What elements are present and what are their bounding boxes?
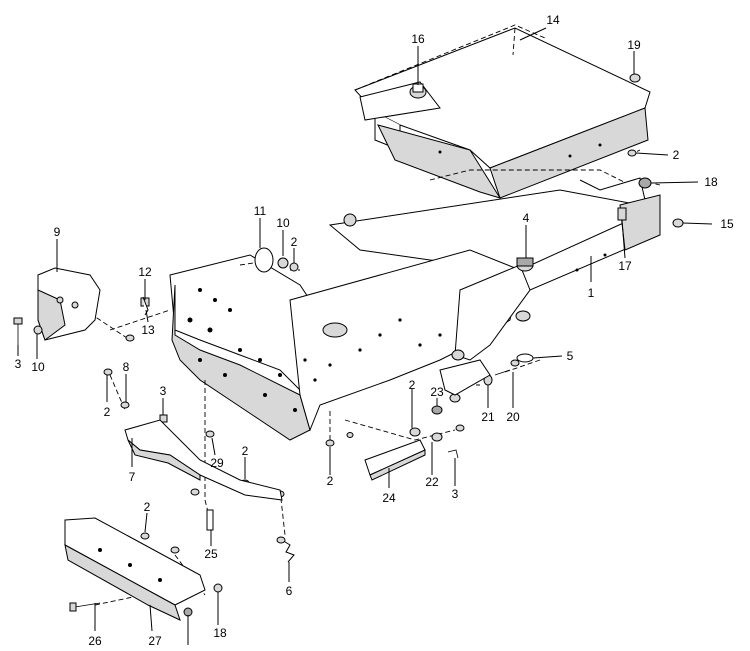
callout-labels: 1 2 2 2 2 2 2 2 3 3 3 4 5 6 7 8 9 10 10 … xyxy=(15,13,734,648)
callout-9: 9 xyxy=(54,225,61,239)
callout-leaders xyxy=(17,27,713,645)
callout-18: 18 xyxy=(704,175,718,189)
top-panel-part xyxy=(354,24,651,199)
pivot-bracket-part xyxy=(439,359,491,396)
callout-29: 29 xyxy=(210,456,224,470)
callout-6: 6 xyxy=(286,584,293,598)
callout-2: 2 xyxy=(144,500,151,514)
callout-25: 25 xyxy=(204,547,218,561)
callout-21: 21 xyxy=(481,410,495,424)
callout-10: 10 xyxy=(31,360,45,374)
callout-23: 23 xyxy=(430,385,444,399)
seat-switch-part xyxy=(409,83,427,99)
left-bracket-part xyxy=(37,267,101,341)
callout-2: 2 xyxy=(327,474,334,488)
callout-20: 20 xyxy=(506,410,520,424)
callout-26: 26 xyxy=(88,634,102,648)
callout-8: 8 xyxy=(123,360,130,374)
callout-3: 3 xyxy=(160,384,167,398)
callout-2: 2 xyxy=(673,148,680,162)
callout-2: 2 xyxy=(242,444,249,458)
main-frame-body xyxy=(169,249,531,441)
callout-7: 7 xyxy=(129,470,136,484)
bracket-24-part xyxy=(364,439,426,481)
callout-3: 3 xyxy=(452,487,459,501)
callout-24: 24 xyxy=(382,491,396,505)
callout-15: 15 xyxy=(720,217,734,231)
callout-19: 19 xyxy=(627,38,641,52)
callout-1: 1 xyxy=(588,286,595,300)
lever-part xyxy=(124,419,283,501)
callout-3: 3 xyxy=(15,357,22,371)
callout-10: 10 xyxy=(276,216,290,230)
callout-5: 5 xyxy=(567,349,574,363)
callout-4: 4 xyxy=(523,211,530,225)
callout-2: 2 xyxy=(291,235,298,249)
clip-part xyxy=(142,296,149,316)
callout-14: 14 xyxy=(546,13,560,27)
callout-27: 27 xyxy=(148,634,162,648)
mounting-plate-part xyxy=(64,517,206,621)
callout-2: 2 xyxy=(104,405,111,419)
callout-11: 11 xyxy=(254,204,267,218)
callout-2: 2 xyxy=(409,378,416,392)
callout-22: 22 xyxy=(425,475,439,489)
callout-13: 13 xyxy=(141,323,155,337)
rear-frame-rails xyxy=(328,169,661,291)
callout-18: 18 xyxy=(213,626,227,640)
callout-16: 16 xyxy=(411,32,425,46)
callout-17: 17 xyxy=(618,259,632,273)
callout-12: 12 xyxy=(138,265,152,279)
